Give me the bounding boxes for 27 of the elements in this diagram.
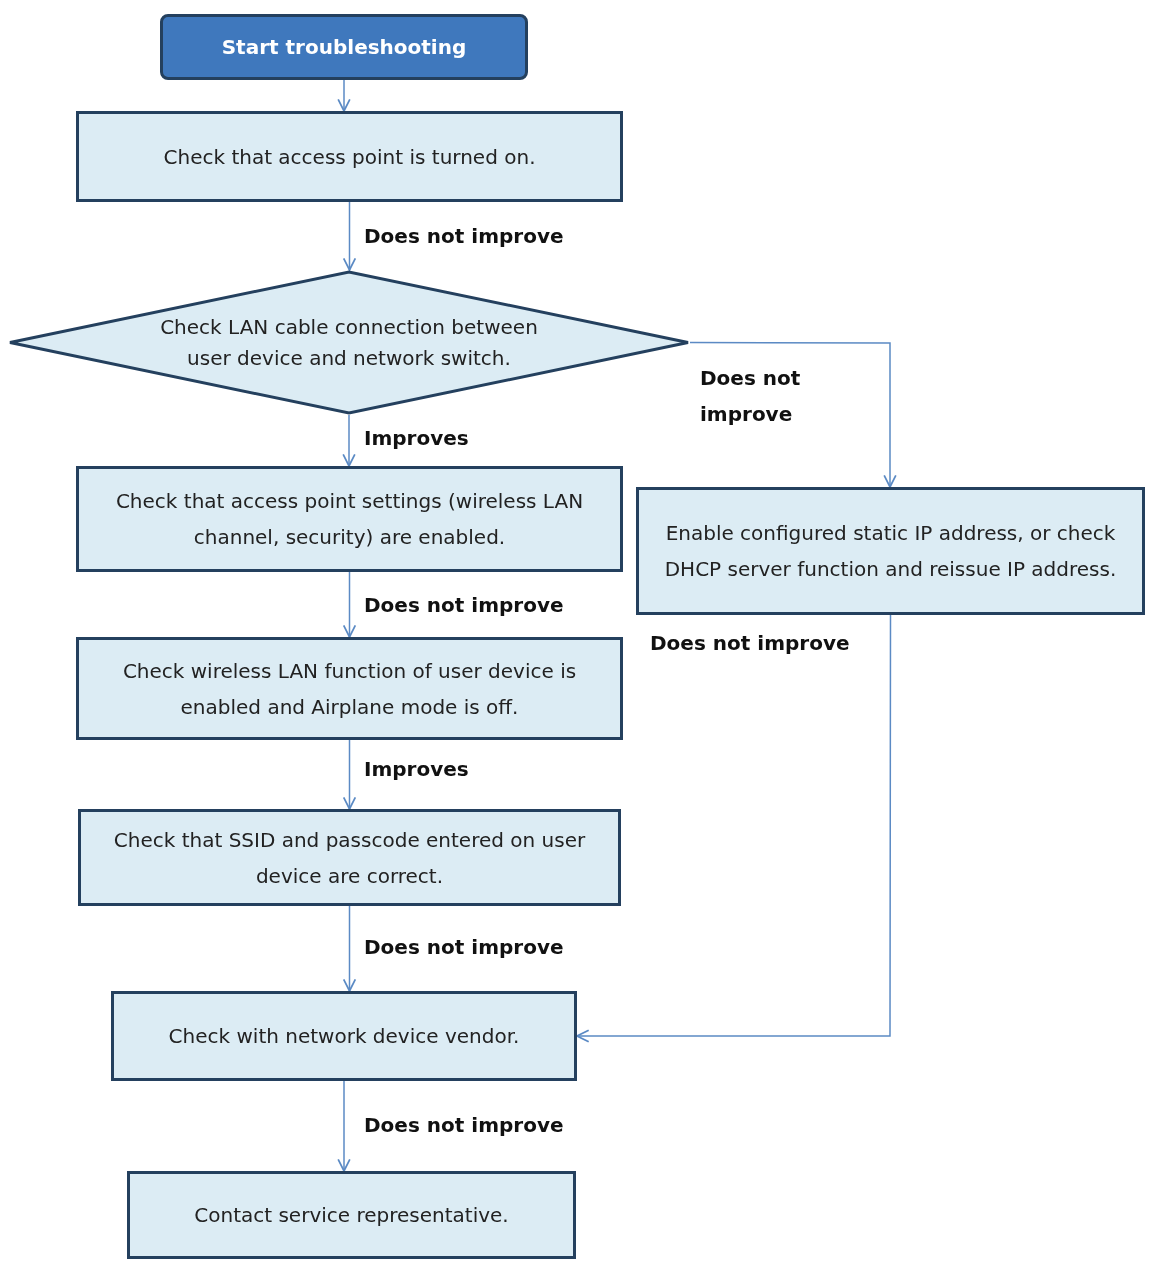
process-box bbox=[111, 991, 577, 1081]
process-box bbox=[78, 809, 621, 906]
process-box bbox=[127, 1171, 576, 1259]
arrow bbox=[342, 414, 356, 467]
arrow bbox=[576, 614, 892, 1043]
process-box bbox=[76, 466, 623, 572]
node-text: Check that access point is turned on. bbox=[162, 143, 537, 171]
arrow bbox=[689, 341, 897, 488]
decision-diamond bbox=[8, 270, 690, 415]
process-box bbox=[76, 637, 623, 740]
arrow bbox=[342, 201, 357, 271]
node-text: Check LAN cable connection between user device and network switch. bbox=[159, 313, 539, 372]
node-text: Check that access point settings (wireless LAN channel, security) are enabled. bbox=[114, 488, 585, 551]
process-box bbox=[76, 111, 623, 202]
node-text: Check wireless LAN function of user device is enabled and Airplane mode is off. bbox=[121, 657, 578, 721]
node-text: Check with network device vendor. bbox=[167, 1023, 521, 1050]
process-box bbox=[636, 487, 1145, 615]
node-text: Start troubleshooting bbox=[220, 35, 468, 59]
node-text: Check that SSID and passcode entered on user device are correct. bbox=[112, 826, 587, 890]
start-button bbox=[160, 14, 528, 80]
arrow bbox=[342, 739, 357, 810]
arrow bbox=[342, 905, 357, 992]
arrow bbox=[337, 79, 351, 112]
arrow bbox=[337, 1080, 351, 1172]
node-text: Enable configured static IP address, or check DHCP server function and reissue IP address. bbox=[663, 520, 1118, 583]
node-text: Contact service representative. bbox=[193, 1202, 510, 1229]
arrow bbox=[342, 571, 357, 638]
